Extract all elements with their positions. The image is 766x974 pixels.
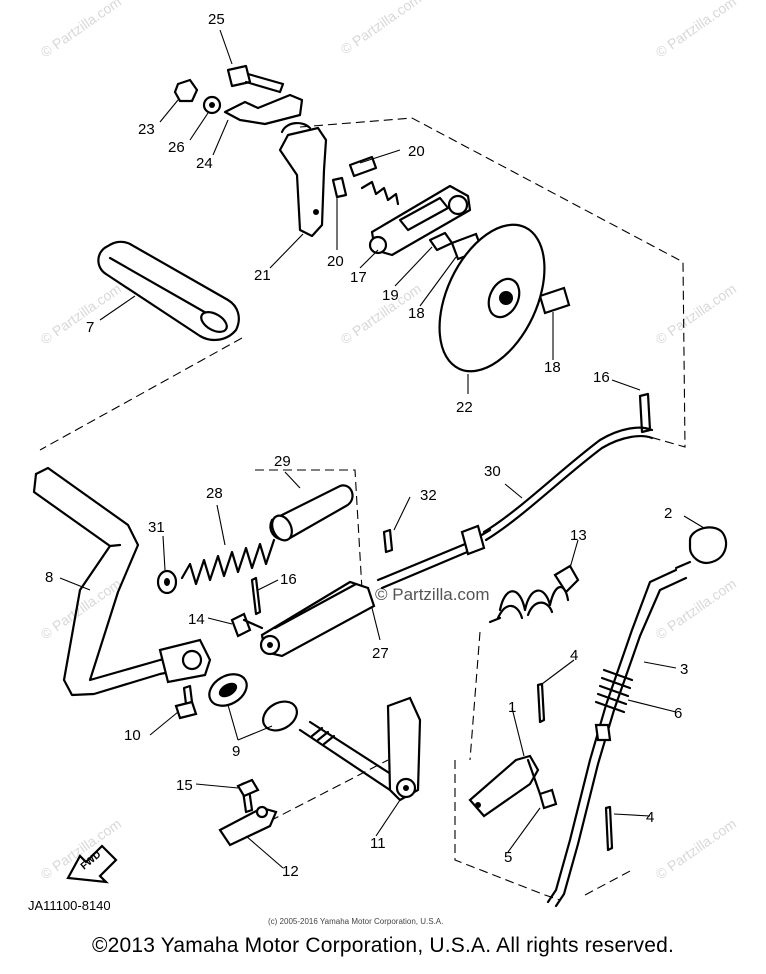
callout-12: 12 <box>282 863 299 880</box>
copyright-footer: ©2013 Yamaha Motor Corporation, U.S.A. A… <box>91 934 675 957</box>
callout-4-lower: 4 <box>646 809 654 826</box>
callout-32: 32 <box>420 487 437 504</box>
callout-25: 25 <box>208 11 225 28</box>
pivot-shaft-assembly <box>208 673 422 802</box>
callout-11: 11 <box>370 835 386 852</box>
callout-20-lower: 20 <box>327 253 344 270</box>
callout-16-lower: 16 <box>280 571 297 588</box>
watermark-text: © Partzilla.com <box>38 280 124 347</box>
callout-30: 30 <box>484 463 501 480</box>
spring-sleeve-group <box>156 484 354 638</box>
watermark-text: © Partzilla.com <box>653 280 739 347</box>
assembly-lines <box>39 117 686 901</box>
callout-6: 6 <box>674 705 682 722</box>
callout-1: 1 <box>508 699 516 716</box>
watermark-text: © Partzilla.com <box>653 575 739 642</box>
callout-5: 5 <box>504 849 512 866</box>
callout-24: 24 <box>196 155 213 172</box>
callout-22: 22 <box>456 399 473 416</box>
clevis-arm-part <box>259 580 376 658</box>
callout-18-lower: 18 <box>544 359 561 376</box>
callout-7: 7 <box>86 319 94 336</box>
callout-28: 28 <box>206 485 223 502</box>
watermark-text: © Partzilla.com <box>375 585 490 604</box>
watermark-text: © Partzilla.com <box>653 815 739 882</box>
callout-14: 14 <box>188 611 205 628</box>
lower-bracket-assembly <box>218 778 278 847</box>
callout-15: 15 <box>176 777 193 794</box>
shift-rod-assembly <box>546 526 728 908</box>
callout-3: 3 <box>680 661 688 678</box>
small-copyright: (c) 2005-2016 Yamaha Motor Corporation, … <box>268 917 444 926</box>
callout-29: 29 <box>274 453 291 470</box>
leader-lines <box>59 29 705 869</box>
callout-13: 13 <box>570 527 587 544</box>
callout-4-upper: 4 <box>570 647 578 664</box>
callout-17: 17 <box>350 269 367 286</box>
callout-23: 23 <box>138 121 155 138</box>
callout-31: 31 <box>148 519 165 536</box>
callout-27: 27 <box>372 645 389 662</box>
callout-2: 2 <box>664 505 672 522</box>
callout-19: 19 <box>382 287 399 304</box>
grip-part <box>97 240 240 342</box>
pedal-arm-part <box>32 466 212 720</box>
watermark-text: © Partzilla.com <box>38 0 124 60</box>
callout-16-upper: 16 <box>593 369 610 386</box>
drawing-code: JA11100-8140 <box>28 898 111 913</box>
callout-20-upper: 20 <box>408 143 425 160</box>
upper-bracket-assembly <box>173 64 571 373</box>
cable-assembly <box>376 392 654 590</box>
shift-lever-assembly <box>468 682 614 852</box>
callout-26: 26 <box>168 139 185 156</box>
callout-9: 9 <box>232 743 240 760</box>
return-spring-part <box>488 564 580 624</box>
watermark-text: © Partzilla.com <box>653 0 739 60</box>
callout-labels: 25 23 26 24 20 20 21 17 19 18 7 22 18 16… <box>45 11 688 880</box>
callout-10: 10 <box>124 727 141 744</box>
callout-18-upper: 18 <box>408 305 425 322</box>
watermark-text: © Partzilla.com <box>338 0 424 57</box>
callout-21: 21 <box>254 267 271 284</box>
callout-8: 8 <box>45 569 53 586</box>
